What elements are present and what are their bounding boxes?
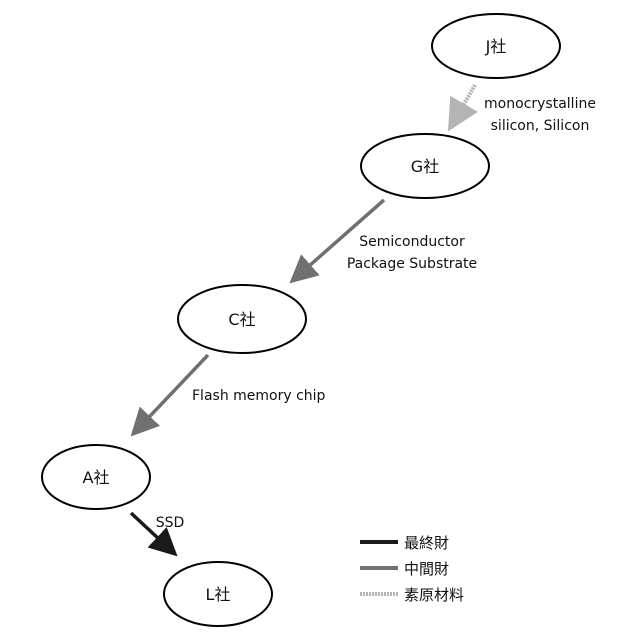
edge-a-to-l-label: SSD <box>156 515 185 531</box>
legend-item-raw: 素原材料 <box>360 586 464 604</box>
legend-item-intermediate: 中間財 <box>360 560 449 578</box>
edge-j-to-g: monocrystalline silicon, Silicon <box>450 85 596 134</box>
edge-c-to-a-label: Flash memory chip <box>192 388 326 404</box>
edge-a-to-l: SSD <box>131 513 184 554</box>
legend-item-final: 最終財 <box>360 534 449 552</box>
node-l-label: L社 <box>206 585 231 604</box>
node-c: C社 <box>178 285 306 353</box>
edge-j-to-g-label-line2: silicon, Silicon <box>491 118 590 134</box>
node-a-label: A社 <box>83 468 110 487</box>
node-l: L社 <box>164 562 272 626</box>
edge-g-to-c: Semiconductor Package Substrate <box>292 200 477 281</box>
edge-g-to-c-label-line1: Semiconductor <box>359 234 465 250</box>
node-j-label: J社 <box>485 37 507 56</box>
node-a: A社 <box>42 445 150 509</box>
edge-j-to-g-label-line1: monocrystalline <box>484 96 596 112</box>
edge-g-to-c-label-line2: Package Substrate <box>347 256 477 272</box>
edge-c-to-a: Flash memory chip <box>133 355 326 434</box>
legend-label-final: 最終財 <box>404 534 449 552</box>
edge-j-to-g-arrow <box>450 85 475 128</box>
node-g: G社 <box>361 134 489 198</box>
legend-label-raw: 素原材料 <box>404 586 464 604</box>
node-j: J社 <box>432 14 560 78</box>
legend-label-intermediate: 中間財 <box>404 560 449 578</box>
node-g-label: G社 <box>411 157 439 176</box>
legend: 最終財 中間財 素原材料 <box>360 534 464 604</box>
node-c-label: C社 <box>228 310 255 329</box>
